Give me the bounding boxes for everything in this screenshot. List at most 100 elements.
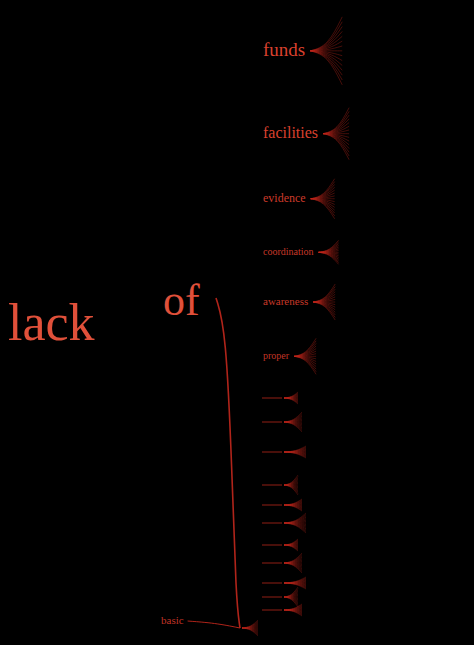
branch-fan bbox=[284, 604, 302, 610]
faint-branch bbox=[262, 397, 282, 398]
branch-fan bbox=[310, 31, 342, 50]
branch-fan bbox=[284, 542, 298, 545]
branch-fan bbox=[284, 452, 306, 457]
branch-fan bbox=[323, 108, 349, 134]
branch-fan bbox=[313, 287, 335, 302]
branch-fan bbox=[284, 475, 298, 485]
branch-fan bbox=[284, 448, 306, 452]
branch-fan bbox=[284, 416, 302, 422]
branch-fan bbox=[284, 517, 306, 523]
branch-fan bbox=[284, 607, 302, 610]
branch-fan bbox=[284, 557, 302, 563]
branch-fan bbox=[284, 583, 306, 588]
branch-word: proper bbox=[263, 351, 289, 361]
branch-fan bbox=[319, 252, 339, 264]
branch-fan bbox=[284, 594, 298, 597]
faint-branch bbox=[262, 484, 282, 485]
branch-fan bbox=[284, 482, 298, 485]
stem-line bbox=[216, 298, 240, 628]
branch-fan bbox=[284, 560, 302, 563]
branch-fan bbox=[284, 514, 306, 523]
branch-fan bbox=[284, 554, 302, 563]
branch-fan bbox=[294, 354, 316, 357]
branch-word: awareness bbox=[263, 296, 308, 307]
branch-fan bbox=[313, 297, 335, 302]
branch-fan bbox=[294, 356, 316, 374]
branch-fan bbox=[294, 343, 316, 356]
branch-fan bbox=[284, 556, 302, 563]
branch-fan bbox=[242, 622, 258, 628]
basic-branch bbox=[188, 621, 240, 628]
branch-fan bbox=[242, 628, 258, 636]
branch-fan bbox=[313, 294, 335, 302]
branch-fan bbox=[284, 502, 302, 505]
branch-fan bbox=[284, 577, 306, 583]
branch-fan bbox=[284, 418, 302, 422]
branch-fan bbox=[294, 351, 316, 356]
branch-fan bbox=[319, 249, 339, 252]
branch-fan bbox=[284, 392, 298, 398]
branch-fan bbox=[284, 591, 298, 597]
branch-fan bbox=[284, 520, 306, 523]
branch-fan bbox=[242, 620, 258, 628]
branch-fan bbox=[294, 349, 316, 357]
branch-fan bbox=[284, 481, 298, 485]
branch-fan bbox=[284, 545, 298, 550]
branch-fan bbox=[284, 415, 302, 422]
branch-fan bbox=[294, 338, 316, 356]
branch-fan bbox=[284, 516, 306, 523]
branch-fan bbox=[313, 284, 335, 302]
branch-fan bbox=[284, 553, 302, 563]
branch-fan bbox=[284, 579, 306, 583]
branch-fan bbox=[310, 51, 342, 85]
branch-fan bbox=[284, 523, 306, 533]
branch-fan bbox=[284, 394, 298, 398]
branch-fan bbox=[319, 247, 339, 252]
root-phrase-word: lack bbox=[8, 297, 95, 349]
branch-fan bbox=[323, 134, 349, 149]
branch-fan bbox=[311, 184, 335, 198]
branch-fan bbox=[284, 449, 306, 452]
branch-fan bbox=[310, 51, 342, 70]
branch-fan bbox=[242, 621, 258, 628]
branch-fan bbox=[284, 485, 298, 495]
branch-fan bbox=[323, 111, 349, 133]
root-phrase-word: of bbox=[163, 279, 200, 323]
branch-fan bbox=[284, 590, 298, 597]
branch-fan bbox=[323, 126, 349, 133]
branch-fan bbox=[311, 193, 335, 199]
branch-word: coordination bbox=[263, 247, 314, 257]
branch-fan bbox=[284, 580, 306, 583]
faint-branch bbox=[262, 522, 282, 523]
branch-fan bbox=[284, 499, 302, 505]
branch-group bbox=[188, 17, 349, 636]
branch-fan bbox=[310, 22, 342, 51]
branch-fan bbox=[284, 412, 302, 422]
branch-fan bbox=[284, 501, 302, 505]
branch-fan bbox=[284, 540, 298, 545]
branch-fan bbox=[284, 563, 302, 573]
branch-fan bbox=[284, 542, 298, 545]
branch-fan bbox=[284, 513, 306, 523]
branch-fan bbox=[284, 395, 298, 398]
branch-fan bbox=[284, 605, 302, 610]
branch-fan bbox=[294, 346, 316, 356]
branch-fan bbox=[313, 299, 335, 302]
faint-branch bbox=[262, 582, 282, 583]
branch-fan bbox=[311, 196, 335, 199]
branch-fan bbox=[284, 545, 298, 551]
branch-fan bbox=[284, 587, 298, 597]
branch-word: funds bbox=[263, 40, 305, 59]
branch-word: facilities bbox=[263, 125, 318, 141]
branch-fan bbox=[284, 505, 302, 511]
branch-fan bbox=[311, 179, 335, 199]
branch-fan bbox=[323, 123, 349, 134]
branch-fan bbox=[323, 130, 349, 134]
branch-fan bbox=[284, 505, 302, 510]
branch-fan bbox=[284, 502, 302, 505]
branch-fan bbox=[310, 17, 342, 51]
branch-fan bbox=[284, 398, 298, 403]
branch-fan bbox=[284, 398, 298, 404]
branch-word: evidence bbox=[263, 192, 306, 204]
